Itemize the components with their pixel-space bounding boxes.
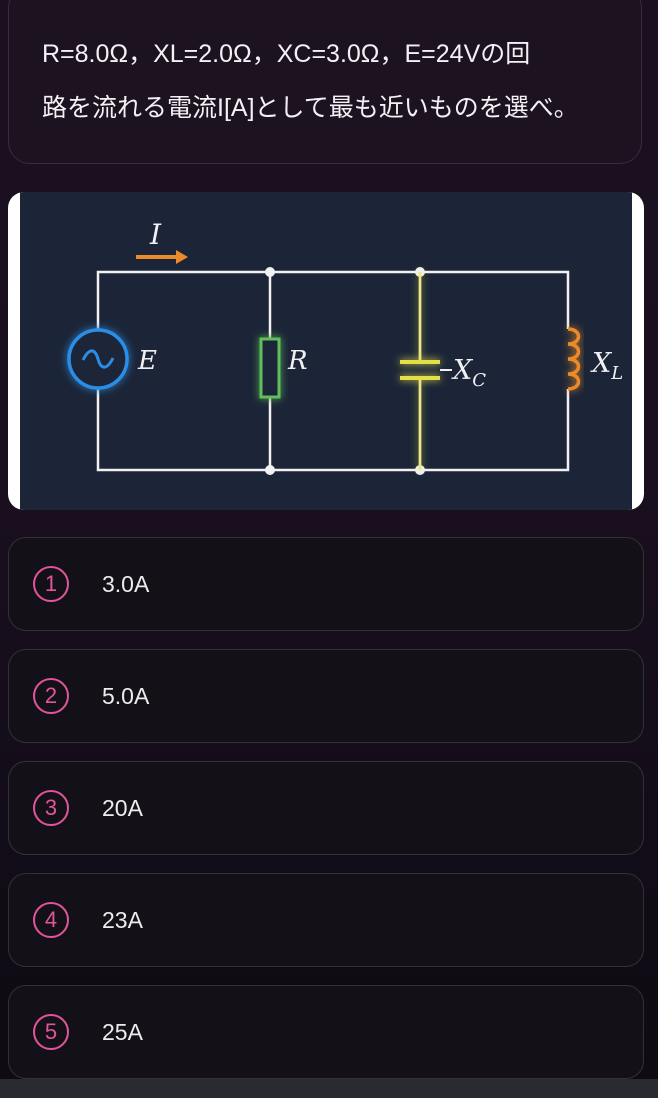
capacitor-label: XC bbox=[451, 355, 486, 391]
capacitor-icon bbox=[400, 272, 440, 470]
question-text: R=8.0Ω，XL=2.0Ω，XC=3.0Ω，E=24Vの回路を流れる電流I[A… bbox=[42, 27, 632, 135]
resistor-icon bbox=[259, 337, 281, 399]
option-number-badge: 2 bbox=[33, 678, 69, 714]
circuit-figure: I E R XC XL bbox=[8, 192, 644, 510]
inductor-label: XL bbox=[590, 348, 623, 384]
option-number-badge: 3 bbox=[33, 790, 69, 826]
answer-option-4[interactable]: 4 23A bbox=[8, 873, 644, 967]
circuit-diagram: I E R XC XL bbox=[20, 192, 632, 510]
option-number-badge: 1 bbox=[33, 566, 69, 602]
option-number-badge: 5 bbox=[33, 1014, 69, 1050]
question-card: R=8.0Ω，XL=2.0Ω，XC=3.0Ω，E=24Vの回路を流れる電流I[A… bbox=[8, 0, 642, 164]
resistor-label: R bbox=[287, 346, 308, 376]
junction-dots bbox=[265, 267, 425, 475]
capacitor-label-main: X bbox=[451, 355, 474, 386]
answer-option-5[interactable]: 5 25A bbox=[8, 985, 644, 1079]
answer-option-1[interactable]: 1 3.0A bbox=[8, 537, 644, 631]
inductor-label-sub: L bbox=[610, 363, 623, 384]
bottom-bar bbox=[0, 1079, 658, 1098]
question-line-1: R=8.0Ω，XL=2.0Ω，XC=3.0Ω，E=24Vの回 bbox=[42, 40, 531, 68]
option-text: 5.0A bbox=[102, 683, 150, 709]
option-text: 3.0A bbox=[102, 571, 150, 597]
answer-option-2[interactable]: 2 5.0A bbox=[8, 649, 644, 743]
option-text: 20A bbox=[102, 795, 143, 821]
answer-option-3[interactable]: 3 20A bbox=[8, 761, 644, 855]
inductor-icon bbox=[567, 327, 581, 391]
option-number-badge: 4 bbox=[33, 902, 69, 938]
ac-source-icon bbox=[67, 328, 129, 390]
current-arrow-icon bbox=[136, 250, 188, 264]
option-text: 23A bbox=[102, 907, 143, 933]
option-text: 25A bbox=[102, 1019, 143, 1045]
current-label: I bbox=[149, 218, 162, 251]
inductor-label-main: X bbox=[590, 348, 613, 379]
capacitor-label-sub: C bbox=[472, 370, 486, 391]
question-line-2: 路を流れる電流I[A]として最も近いものを選べ。 bbox=[42, 94, 579, 122]
source-label: E bbox=[137, 346, 157, 376]
